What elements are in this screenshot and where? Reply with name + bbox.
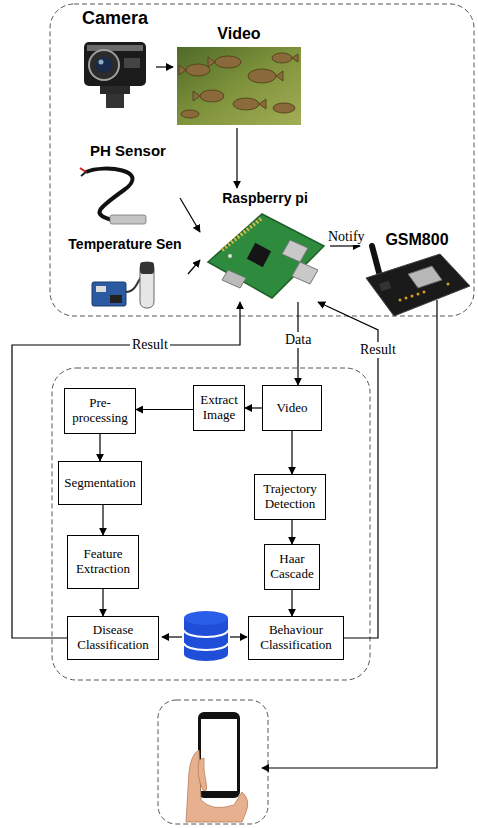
connector: [245, 407, 262, 408]
connector: [102, 589, 103, 616]
connector: [136, 409, 193, 410]
connector: [102, 505, 103, 535]
connector: [291, 590, 292, 616]
image-label: GSM800: [360, 230, 474, 249]
hardware-region: [50, 4, 474, 316]
database-arrow: [230, 636, 247, 637]
video-feed-node: Video: [173, 22, 305, 128]
connector: [99, 434, 100, 461]
processing-region: [52, 368, 370, 680]
process-box: Feature Extraction: [67, 535, 139, 589]
box-label: Extract Image: [199, 393, 239, 423]
connector: [180, 198, 200, 232]
database-arrow: [162, 636, 182, 637]
image-label: PH Sensor: [76, 142, 180, 160]
connector: [156, 66, 173, 67]
process-box: Extract Image: [193, 385, 245, 431]
edge-label: Result: [358, 342, 398, 358]
box-label: Trajectory Detection: [260, 482, 320, 512]
connector: [291, 520, 292, 544]
sensor-node: Temperature Sen: [62, 234, 188, 314]
sms-wire: [262, 300, 437, 768]
phone-illustration: [186, 712, 248, 822]
box-label: Pre- processing: [70, 396, 130, 426]
connector: [291, 431, 292, 474]
mobile-region: [158, 700, 268, 824]
video-illustration: [177, 47, 301, 125]
box-label: Haar Cascade: [270, 552, 314, 582]
connector: [188, 260, 200, 274]
image-label: Video: [173, 24, 305, 43]
box-label: Segmentation: [64, 476, 136, 491]
process-box: Trajectory Detection: [254, 474, 326, 520]
process-box: Disease Classification: [67, 616, 159, 660]
box-label: Behaviour Classification: [254, 623, 338, 653]
probe-illustration: [80, 168, 146, 224]
controller-node: Raspberry pi: [200, 188, 330, 302]
image-label: Camera: [74, 8, 156, 30]
process-box: Haar Cascade: [264, 544, 320, 590]
image-label: Temperature Sen: [62, 236, 188, 253]
box-label: Video: [268, 401, 316, 416]
process-box: Video: [262, 385, 322, 431]
box-label: Disease Classification: [73, 623, 153, 653]
board-illustration: [208, 214, 324, 298]
sensor-node: PH Sensor: [76, 140, 180, 228]
process-box: Pre- processing: [64, 388, 136, 434]
database-icon: [184, 611, 228, 661]
camera-node: Camera: [74, 6, 156, 112]
connector: [236, 128, 237, 188]
gsm-module-illustration: [366, 246, 470, 316]
sensor-illustration: [92, 262, 154, 308]
process-box: Segmentation: [58, 461, 142, 505]
gsm-node: GSM800: [360, 228, 474, 320]
edge-label: Result: [130, 337, 170, 353]
image-label: Raspberry pi: [200, 190, 330, 207]
edge-label: Notify: [326, 229, 367, 245]
process-box: Behaviour Classification: [248, 616, 344, 660]
box-label: Feature Extraction: [73, 547, 133, 577]
connector: [330, 245, 360, 246]
edge-label: Data: [283, 332, 313, 348]
camera-illustration: [84, 42, 146, 108]
connector: [12, 302, 240, 638]
